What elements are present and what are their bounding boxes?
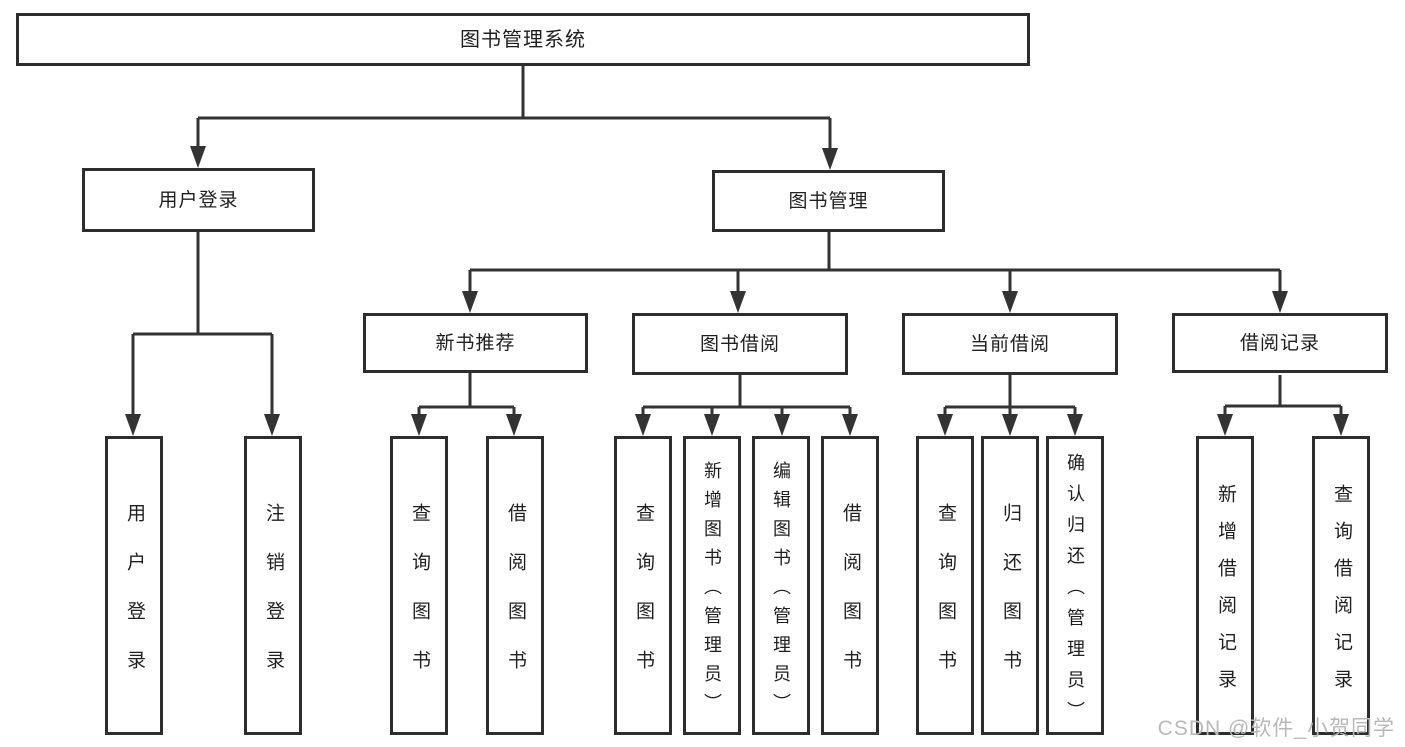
leaf-user-login: 用户登录 xyxy=(105,436,163,735)
leaf-recommend-borrow-books: 借阅图书 xyxy=(486,436,544,735)
node-label: 用户登录 xyxy=(158,189,239,211)
node-new-book-recommend: 新书推荐 xyxy=(363,313,588,373)
node-label: 图书借阅 xyxy=(699,333,780,355)
leaf-borrow-query-books: 查询图书 xyxy=(614,436,672,735)
leaf-logout: 注销登录 xyxy=(244,436,302,735)
node-root-system: 图书管理系统 xyxy=(16,13,1030,66)
leaf-recommend-query-books: 查询图书 xyxy=(390,436,448,735)
node-label: 当前借阅 xyxy=(969,333,1050,355)
node-book-management: 图书管理 xyxy=(712,170,945,232)
tree-edges xyxy=(131,66,1343,418)
node-borrow-records: 借阅记录 xyxy=(1172,313,1388,373)
arrowhead-icons xyxy=(125,146,1349,436)
leaf-current-query-books: 查询图书 xyxy=(916,436,974,735)
node-label: 图书管理系统 xyxy=(460,28,586,51)
leaf-borrow-books: 借阅图书 xyxy=(821,436,879,735)
node-user-login: 用户登录 xyxy=(82,168,315,232)
csdn-watermark: CSDN @软件_小贺同学 xyxy=(1157,717,1395,740)
leaf-return-books: 归还图书 xyxy=(981,436,1039,735)
leaf-add-borrow-record: 新增借阅记录 xyxy=(1196,436,1254,735)
leaf-query-borrow-record: 查询借阅记录 xyxy=(1312,436,1370,735)
node-label: 借阅记录 xyxy=(1239,332,1320,354)
leaf-confirm-return-admin: 确认归还（管理员） xyxy=(1046,436,1104,735)
leaf-edit-books-admin: 编辑图书（管理员） xyxy=(752,436,810,735)
node-book-borrow: 图书借阅 xyxy=(632,313,848,375)
node-label: 图书管理 xyxy=(788,190,869,212)
node-current-borrow: 当前借阅 xyxy=(902,313,1118,375)
leaf-add-books-admin: 新增图书（管理员） xyxy=(683,436,741,735)
node-label: 新书推荐 xyxy=(435,332,516,354)
